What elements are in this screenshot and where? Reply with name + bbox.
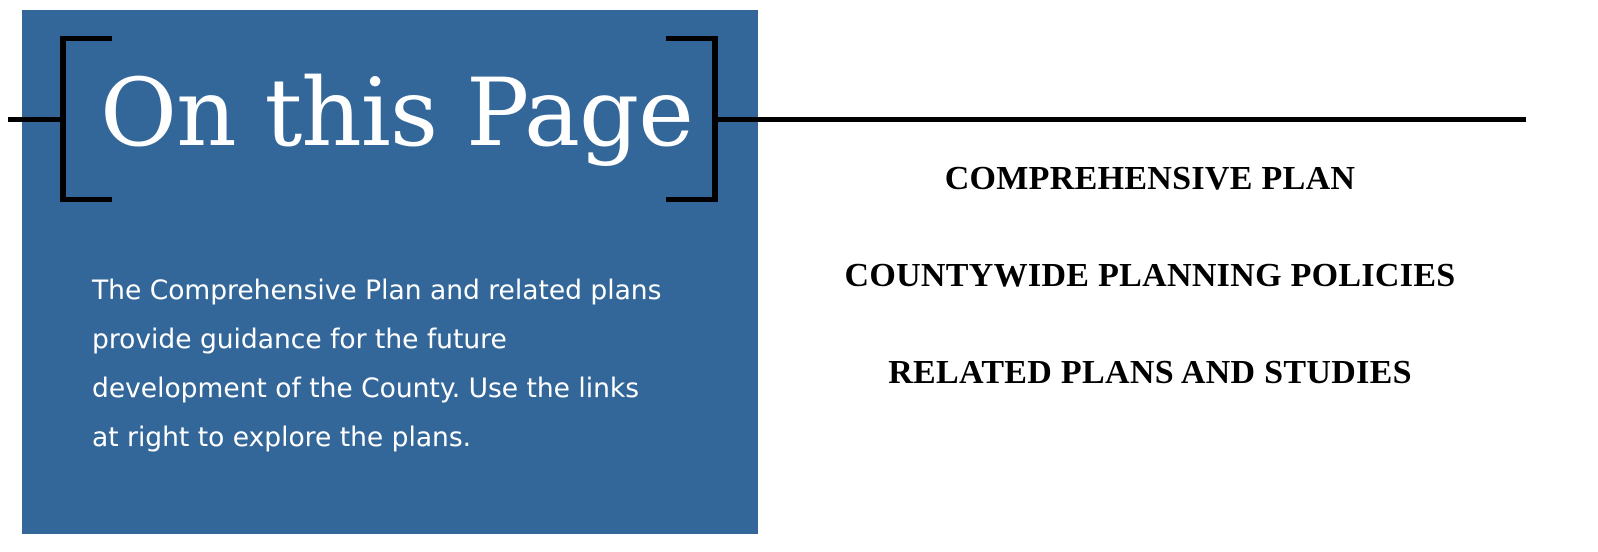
link-item: COUNTYWIDE PLANNING POLICIES xyxy=(800,252,1500,349)
page-title: On this Page xyxy=(100,59,694,168)
right-bracket xyxy=(666,36,718,202)
page-links: COMPREHENSIVE PLAN COUNTYWIDE PLANNING P… xyxy=(800,155,1500,446)
link-item: COMPREHENSIVE PLAN xyxy=(800,155,1500,252)
countywide-planning-policies-link[interactable]: COUNTYWIDE PLANNING POLICIES xyxy=(844,257,1456,294)
link-item: RELATED PLANS AND STUDIES xyxy=(800,349,1500,446)
header-rule-right xyxy=(718,117,1526,122)
left-bracket xyxy=(60,36,112,202)
intro-panel xyxy=(22,10,758,534)
related-plans-and-studies-link[interactable]: RELATED PLANS AND STUDIES xyxy=(888,354,1412,391)
header-rule-left xyxy=(8,117,64,122)
comprehensive-plan-link[interactable]: COMPREHENSIVE PLAN xyxy=(944,160,1356,197)
intro-description: The Comprehensive Plan and related plans… xyxy=(92,275,662,453)
